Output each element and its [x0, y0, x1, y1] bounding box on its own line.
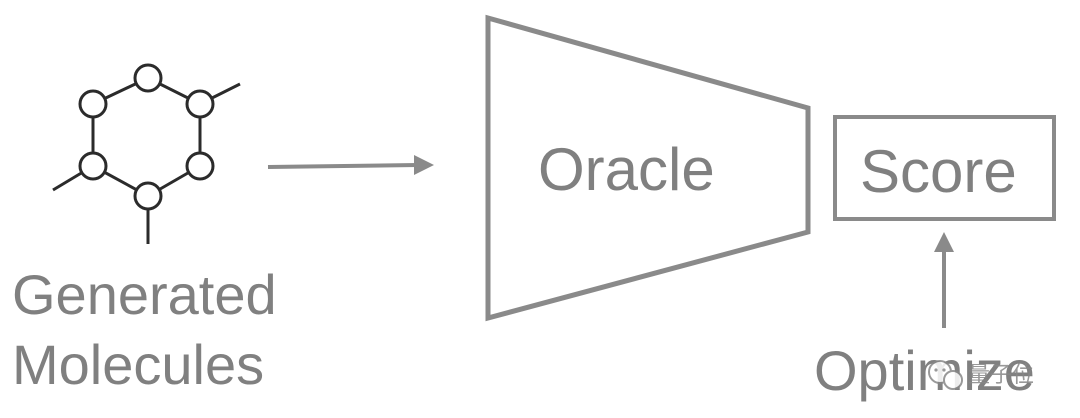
score-box: [833, 115, 1056, 221]
score-label: Score: [860, 138, 1017, 205]
arrow-right-icon: [267, 155, 434, 175]
optimize-label: Optimize: [814, 339, 1035, 402]
oracle-label: Oracle: [538, 136, 715, 203]
watermark: 量子位: [928, 360, 1034, 390]
watermark-text: 量子位: [968, 362, 1034, 387]
molecule-icon: [52, 63, 241, 244]
molecule-label-line2: Molecules: [12, 333, 264, 396]
arrow-up-icon: [934, 232, 954, 328]
molecule-label-line1: Generated: [12, 263, 277, 326]
wechat-logo-icon: [928, 360, 963, 390]
oracle-shape: [485, 14, 811, 322]
